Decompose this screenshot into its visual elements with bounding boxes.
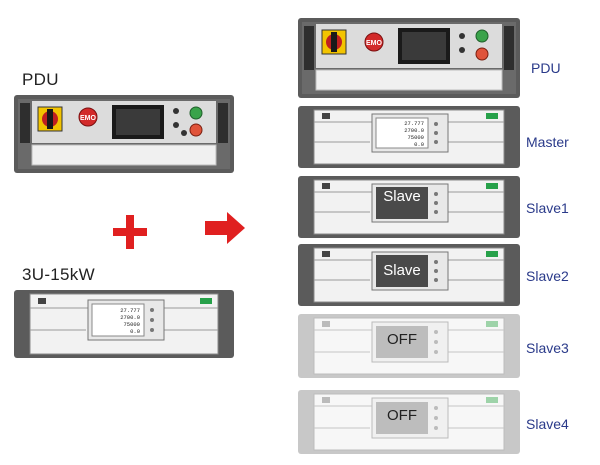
svg-text:75000: 75000 (407, 134, 424, 141)
unit-title: 3U-15kW (22, 265, 95, 284)
stack-label-slave4: Slave4 (526, 416, 569, 432)
unit-device: 27.777 2700.0 75000 0.0 (14, 290, 234, 358)
pdu-title: PDU (22, 70, 59, 89)
stack-label-slave1: Slave1 (526, 200, 569, 216)
svg-text:2700.0: 2700.0 (404, 127, 424, 134)
stack-pdu: EMO (298, 18, 520, 98)
stack-label-pdu: PDU (531, 60, 561, 76)
svg-text:0.0: 0.0 (414, 141, 424, 148)
stack-slave4 (298, 390, 520, 454)
slave3-screen-text: OFF (387, 331, 417, 348)
unit-readout-2: 2700.0 (120, 314, 140, 321)
plus-icon (113, 215, 147, 249)
stack-master: 27.777 2700.0 75000 0.0 (298, 106, 520, 168)
unit-readout-4: 0.0 (130, 328, 140, 335)
slave1-screen-text: Slave (383, 188, 421, 205)
slave4-screen-text: OFF (387, 407, 417, 424)
stack-label-master: Master (526, 134, 569, 150)
unit-readout-3: 75000 (123, 321, 140, 328)
stack-label-slave3: Slave3 (526, 340, 569, 356)
unit-readout-1: 27.777 (120, 307, 140, 314)
arrow-icon (205, 212, 245, 244)
stack-slave3 (298, 314, 520, 378)
stack-label-slave2: Slave2 (526, 268, 569, 284)
svg-text:EMO: EMO (366, 40, 383, 47)
svg-text:27.777: 27.777 (404, 120, 424, 127)
pdu-emo-text: EMO (80, 115, 97, 122)
pdu-device: EMO (14, 95, 234, 173)
stack-slave1 (298, 176, 520, 238)
stack-slave2 (298, 244, 520, 306)
slave2-screen-text: Slave (383, 262, 421, 279)
